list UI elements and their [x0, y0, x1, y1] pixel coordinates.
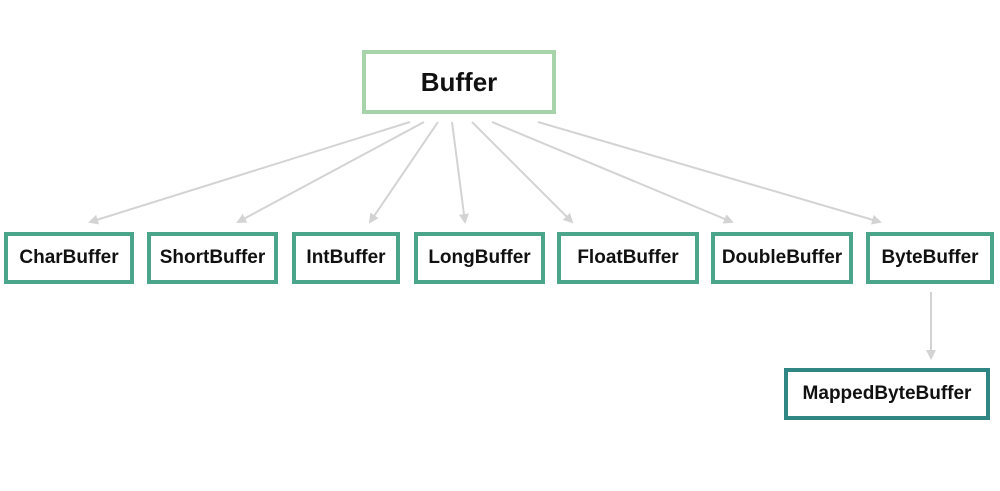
- doublebuffer-node: DoubleBuffer: [711, 232, 853, 284]
- arrow-buffer-to-shortbuffer: [236, 121, 425, 223]
- intbuffer-node: IntBuffer: [292, 232, 400, 284]
- buffer-label: Buffer: [420, 66, 498, 97]
- mappedbytebuffer-node: MappedByteBuffer: [784, 368, 990, 420]
- charbuffer-label: CharBuffer: [19, 247, 119, 268]
- shortbuffer-node: ShortBuffer: [147, 232, 278, 284]
- floatbuffer-label: FloatBuffer: [577, 247, 679, 268]
- arrows: [88, 121, 936, 360]
- arrow-buffer-to-bytebuffer: [537, 121, 882, 225]
- doublebuffer-label: DoubleBuffer: [721, 247, 843, 268]
- bytebuffer-node: ByteBuffer: [866, 232, 994, 284]
- intbuffer-label: IntBuffer: [306, 247, 386, 268]
- arrow-buffer-to-floatbuffer: [471, 121, 574, 224]
- floatbuffer-node: FloatBuffer: [557, 232, 699, 284]
- shortbuffer-label: ShortBuffer: [159, 247, 266, 268]
- longbuffer-node: LongBuffer: [414, 232, 545, 284]
- arrow-buffer-to-doublebuffer: [491, 121, 734, 224]
- bytebuffer-label: ByteBuffer: [881, 247, 979, 268]
- mappedbytebuffer-label: MappedByteBuffer: [802, 383, 972, 404]
- buffer-node: Buffer: [362, 50, 556, 114]
- arrow-buffer-to-charbuffer: [88, 121, 411, 225]
- arrow-buffer-to-intbuffer: [368, 121, 439, 224]
- charbuffer-node: CharBuffer: [4, 232, 134, 284]
- longbuffer-label: LongBuffer: [428, 247, 531, 268]
- arrow-buffer-to-longbuffer: [451, 121, 469, 224]
